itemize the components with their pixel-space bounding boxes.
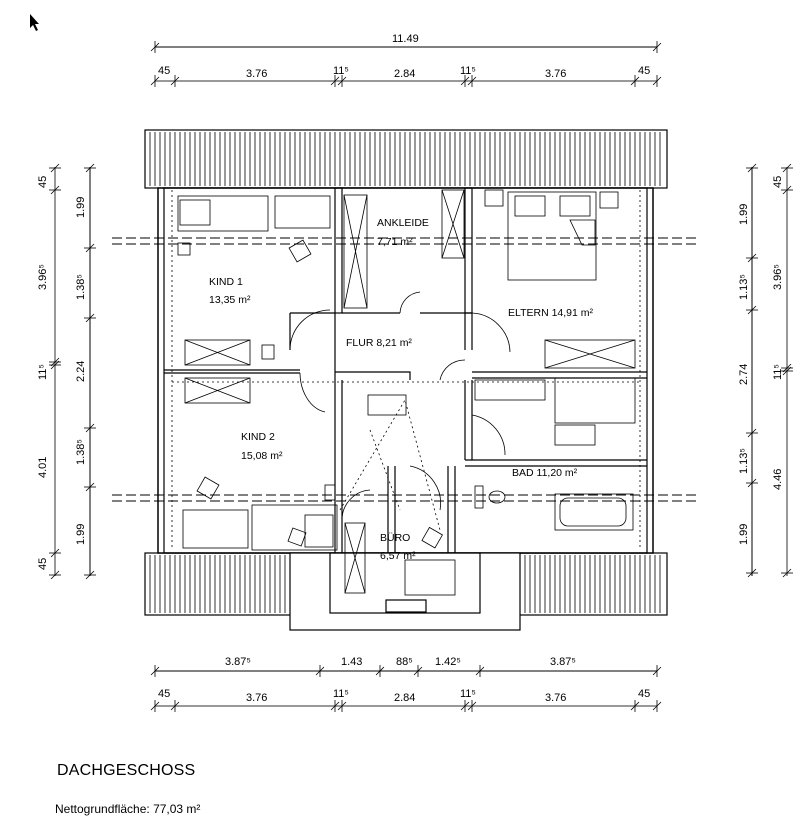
dim-bottom2-1: 45 — [158, 688, 170, 700]
dim-right-inner-2: 1.13⁵ — [738, 274, 750, 300]
dim-left-outer-5: 45 — [37, 558, 49, 570]
dim-right-inner-5: 1.99 — [738, 524, 750, 545]
dim-right-inner-3: 2.74 — [738, 364, 750, 385]
dim-bottom1-2: 1.43 — [341, 656, 362, 668]
dim-bottom1-3: 88⁵ — [396, 656, 413, 668]
dim-top-2: 3.76 — [246, 68, 267, 80]
dim-left-outer-2: 3.96⁵ — [37, 264, 49, 290]
dim-bottom2-2: 3.76 — [246, 692, 267, 704]
dim-bottom2-5: 11⁵ — [460, 688, 476, 700]
dim-top-total: 11.49 — [392, 33, 419, 45]
dim-left-inner-3: 2.24 — [75, 361, 87, 382]
dim-left-outer-3: 11⁵ — [37, 364, 49, 380]
dim-top-1: 45 — [158, 65, 170, 77]
room-flur-label: FLUR 8,21 m² — [346, 337, 412, 349]
dim-left-inner-5: 1.99 — [75, 524, 87, 545]
dim-bottom2-7: 45 — [638, 688, 650, 700]
dim-bottom1-5: 3.87⁵ — [550, 656, 576, 668]
dim-top-4: 2.84 — [394, 68, 415, 80]
dim-bottom2-6: 3.76 — [545, 692, 566, 704]
dimension-ticks — [49, 41, 793, 712]
right-dimension-chain: 1.99 1.13⁵ 2.74 1.13⁵ 1.99 45 3.96⁵ 11⁵ … — [738, 167, 788, 576]
dim-top-6: 3.76 — [545, 68, 566, 80]
dim-right-inner-1: 1.99 — [738, 204, 750, 225]
room-kind1-name: KIND 1 — [209, 276, 243, 288]
dim-top-5: 11⁵ — [460, 65, 476, 77]
dim-right-inner-4: 1.13⁵ — [738, 448, 750, 474]
furniture — [177, 189, 636, 596]
walls — [112, 187, 700, 631]
dim-right-outer-3: 11⁵ — [772, 364, 784, 380]
left-dimension-chain: 45 3.96⁵ 11⁵ 4.01 45 1.99 1.38⁵ 2.24 1.3… — [37, 167, 91, 576]
top-dimension-chain: 11.49 45 3.76 11⁵ 2.84 11⁵ 3.76 45 — [155, 33, 657, 82]
net-floor-area: Nettogrundfläche: 77,03 m² — [55, 802, 201, 816]
room-kind2-name: KIND 2 — [241, 431, 275, 443]
room-ankleide-area: 7,71 m² — [377, 236, 413, 248]
mouse-cursor-icon — [30, 14, 39, 31]
room-eltern-label: ELTERN 14,91 m² — [508, 307, 594, 319]
floor-title: DACHGESCHOSS — [57, 762, 196, 779]
room-labels: ANKLEIDE 7,71 m² KIND 1 13,35 m² ELTERN … — [209, 217, 594, 562]
room-bad-label: BAD 11,20 m² — [512, 467, 578, 479]
room-ankleide-name: ANKLEIDE — [377, 217, 429, 229]
room-buero-name: BÜRO — [380, 532, 410, 544]
dim-right-outer-2: 3.96⁵ — [772, 264, 784, 290]
dim-bottom2-3: 11⁵ — [333, 688, 349, 700]
roof-bottom — [144, 552, 668, 616]
room-buero-area: 6,57 m² — [380, 550, 416, 562]
bottom-dimension-chain: 3.87⁵ 1.43 88⁵ 1.42⁵ 3.87⁵ 45 3.76 11⁵ 2… — [155, 656, 657, 707]
dim-left-inner-1: 1.99 — [75, 197, 87, 218]
dim-left-outer-1: 45 — [37, 176, 49, 188]
roof-top — [144, 129, 668, 189]
dim-left-inner-2: 1.38⁵ — [75, 274, 87, 300]
dim-left-inner-4: 1.38⁵ — [75, 439, 87, 465]
room-kind2-area: 15,08 m² — [241, 450, 283, 462]
dim-right-outer-4: 4.46 — [772, 469, 784, 490]
dim-top-3: 11⁵ — [333, 65, 349, 77]
dim-bottom2-4: 2.84 — [394, 692, 415, 704]
dim-bottom1-4: 1.42⁵ — [435, 656, 461, 668]
dim-bottom1-1: 3.87⁵ — [225, 656, 251, 668]
dim-right-outer-1: 45 — [772, 176, 784, 188]
dim-left-outer-4: 4.01 — [37, 457, 49, 478]
room-kind1-area: 13,35 m² — [209, 294, 251, 306]
dim-top-7: 45 — [638, 65, 650, 77]
